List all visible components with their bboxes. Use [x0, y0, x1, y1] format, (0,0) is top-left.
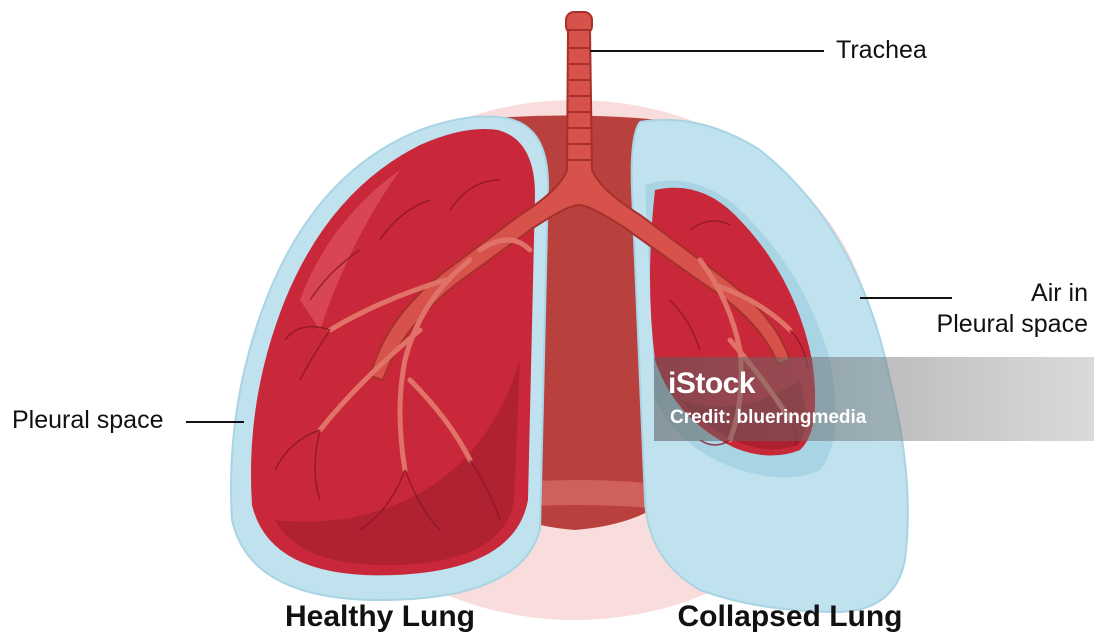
trachea-leader-line — [590, 50, 824, 52]
air-label-line2: Pleural space — [926, 309, 1088, 340]
pleural-space-leader-line — [186, 421, 244, 423]
collapsed-lung-caption: Collapsed Lung — [665, 600, 915, 634]
istock-watermark: iStock Credit: blueringmedia — [654, 357, 1094, 441]
watermark-credit: Credit: blueringmedia — [670, 407, 866, 429]
pleural-space-label: Pleural space — [12, 405, 163, 436]
healthy-lung-caption: Healthy Lung — [270, 600, 490, 634]
air-label-line1: Air in — [926, 278, 1088, 309]
watermark-logo: iStock — [668, 367, 755, 401]
air-pleural-label: Air in Pleural space — [926, 278, 1088, 341]
trachea-label: Trachea — [836, 35, 927, 66]
